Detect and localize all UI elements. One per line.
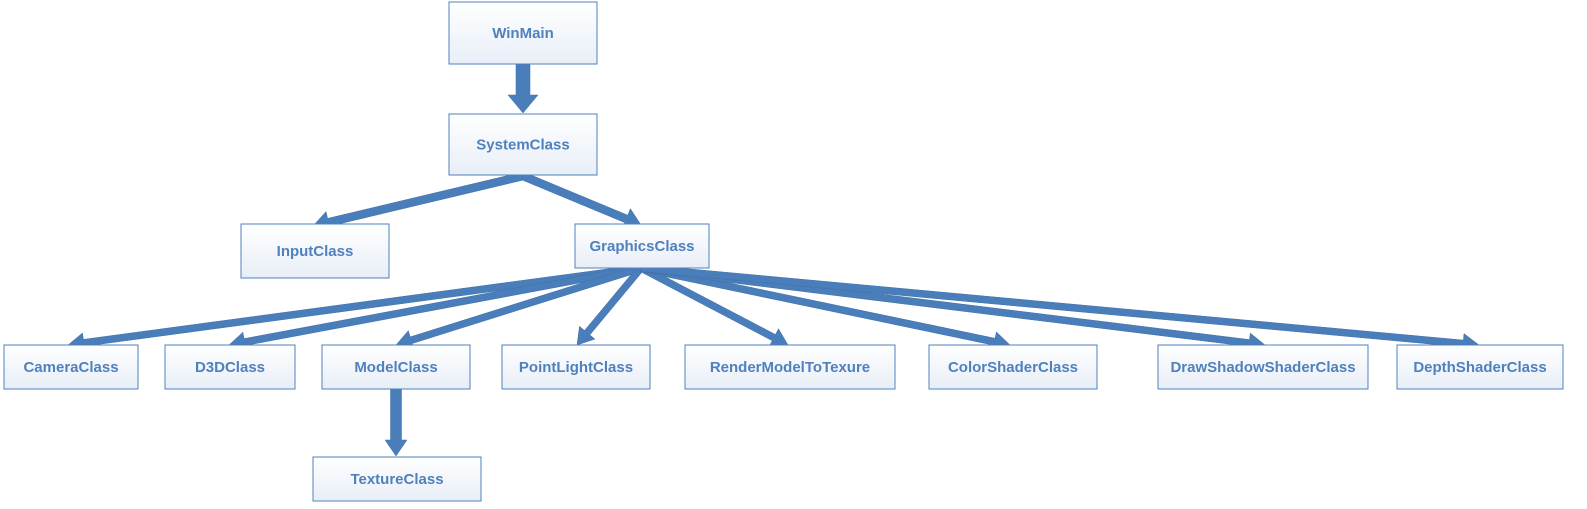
arrow-modelclass-to-textureclass	[384, 388, 408, 457]
node-label-systemclass: SystemClass	[476, 136, 569, 153]
node-inputclass: InputClass	[240, 223, 390, 279]
arrow-winmain-to-systemclass	[507, 63, 539, 114]
node-graphicsclass: GraphicsClass	[574, 223, 710, 269]
node-label-depthshaderclass: DepthShaderClass	[1413, 359, 1546, 376]
node-box-textureclass	[312, 456, 482, 502]
node-box-drawshadowshaderclass	[1157, 344, 1369, 390]
node-pointlightclass: PointLightClass	[501, 344, 651, 390]
node-box-cameraclass	[3, 344, 139, 390]
node-label-textureclass: TextureClass	[350, 471, 443, 488]
edges-layer	[67, 63, 1480, 457]
node-box-inputclass	[240, 223, 390, 279]
node-label-inputclass: InputClass	[277, 243, 354, 260]
node-label-winmain: WinMain	[492, 25, 554, 42]
node-rendermodeltotexure: RenderModelToTexure	[684, 344, 896, 390]
node-systemclass: SystemClass	[448, 113, 598, 176]
node-winmain: WinMain	[448, 1, 598, 65]
node-textureclass: TextureClass	[312, 456, 482, 502]
node-box-modelclass	[321, 344, 471, 390]
node-box-depthshaderclass	[1396, 344, 1564, 390]
node-box-rendermodeltotexure	[684, 344, 896, 390]
node-label-rendermodeltotexure: RenderModelToTexure	[710, 359, 870, 376]
node-label-d3dclass: D3DClass	[195, 359, 265, 376]
node-box-winmain	[448, 1, 598, 65]
arrow-graphicsclass-to-pointlightclass	[576, 265, 645, 346]
node-cameraclass: CameraClass	[3, 344, 139, 390]
node-label-colorshaderclass: ColorShaderClass	[948, 359, 1078, 376]
node-d3dclass: D3DClass	[164, 344, 296, 390]
node-box-pointlightclass	[501, 344, 651, 390]
node-box-systemclass	[448, 113, 598, 176]
node-modelclass: ModelClass	[321, 344, 471, 390]
arrow-graphicsclass-to-depthshaderclass	[640, 264, 1480, 354]
node-box-colorshaderclass	[928, 344, 1098, 390]
node-label-pointlightclass: PointLightClass	[519, 359, 633, 376]
node-drawshadowshaderclass: DrawShadowShaderClass	[1157, 344, 1369, 390]
node-label-drawshadowshaderclass: DrawShadowShaderClass	[1170, 359, 1355, 376]
node-label-modelclass: ModelClass	[354, 359, 437, 376]
node-depthshaderclass: DepthShaderClass	[1396, 344, 1564, 390]
node-colorshaderclass: ColorShaderClass	[928, 344, 1098, 390]
node-label-cameraclass: CameraClass	[23, 359, 118, 376]
node-box-graphicsclass	[574, 223, 710, 269]
node-box-d3dclass	[164, 344, 296, 390]
node-label-graphicsclass: GraphicsClass	[589, 238, 694, 255]
arrow-systemclass-to-graphicsclass	[521, 171, 642, 230]
